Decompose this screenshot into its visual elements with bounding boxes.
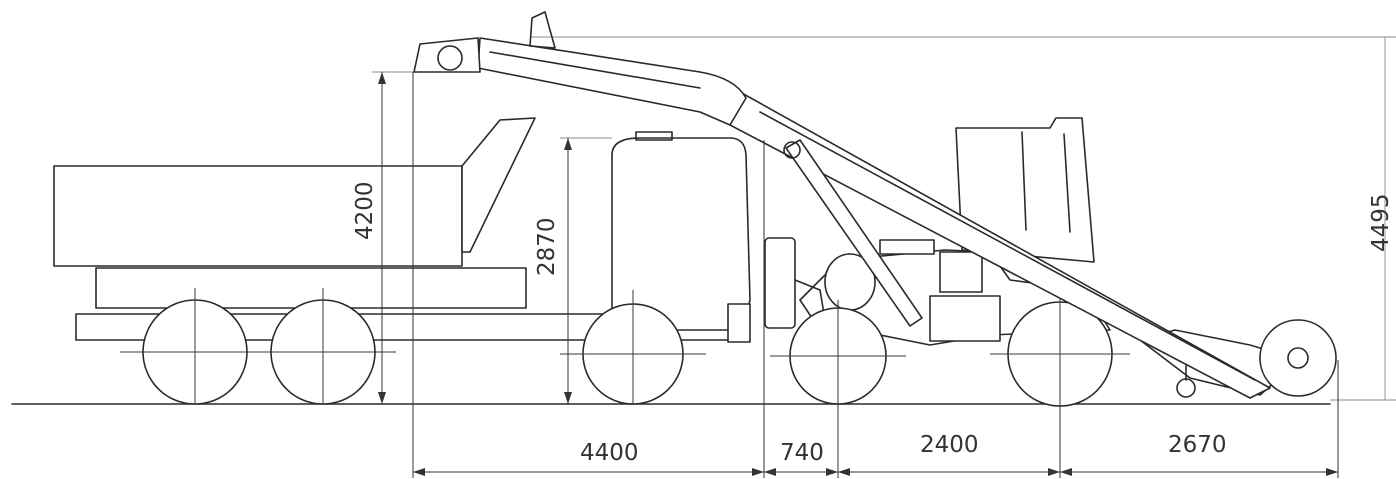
truck-trailer (53, 117, 751, 405)
dim-label-2870: 2870 (534, 217, 560, 276)
gauge-wheel (1176, 378, 1196, 398)
arrow-c (764, 468, 776, 476)
dump-body (53, 165, 463, 267)
arrow-4200-bottom (378, 392, 386, 404)
arrow-2870-bottom (564, 392, 572, 404)
arrow-h (1326, 468, 1338, 476)
conveyor-rail (759, 111, 1256, 381)
discharge-head (413, 37, 481, 73)
arrow-2870-top (564, 138, 572, 150)
reference-lines (11, 36, 1396, 405)
discharge-boom (477, 37, 747, 126)
horizontal-dimensions (412, 72, 1339, 478)
dump-body-front-shield (461, 117, 536, 253)
truck-front-wheel (560, 290, 706, 405)
arrow-f (1048, 468, 1060, 476)
harvester (413, 11, 1337, 407)
dim-label-4495: 4495 (1368, 193, 1394, 252)
arrow-d (826, 468, 838, 476)
cab-roof-light (635, 131, 673, 141)
dim-label-740: 740 (780, 440, 824, 466)
arrow-e (838, 468, 850, 476)
cutting-drum (1259, 319, 1337, 397)
trailer-wheel-2 (250, 288, 396, 405)
dim-label-4400: 4400 (580, 440, 639, 466)
dim-label-2400: 2400 (920, 432, 979, 458)
arrow-g (1060, 468, 1072, 476)
hydraulic-tank (939, 251, 983, 293)
cylinder-pivot (783, 141, 801, 159)
engine-block (929, 295, 1001, 342)
dim-label-4200: 4200 (352, 181, 378, 240)
cutting-drum-hub (1287, 347, 1309, 369)
arrow-a (413, 468, 425, 476)
front-bumper (764, 237, 796, 329)
arrow-4200-top (378, 72, 386, 84)
boom-top-bracket (529, 11, 556, 49)
cabin-rear-pillar (1063, 133, 1071, 233)
boom-rail (489, 51, 701, 89)
cabin-pillar (1021, 131, 1027, 231)
top-tank (879, 239, 935, 255)
arrow-b (752, 468, 764, 476)
discharge-pulley (437, 45, 463, 71)
truck-cab (611, 137, 751, 331)
vertical-dimensions (378, 37, 1386, 404)
dim-label-2670: 2670 (1168, 432, 1227, 458)
truck-bumper (727, 303, 751, 343)
trailer-wheel-1 (120, 288, 270, 405)
